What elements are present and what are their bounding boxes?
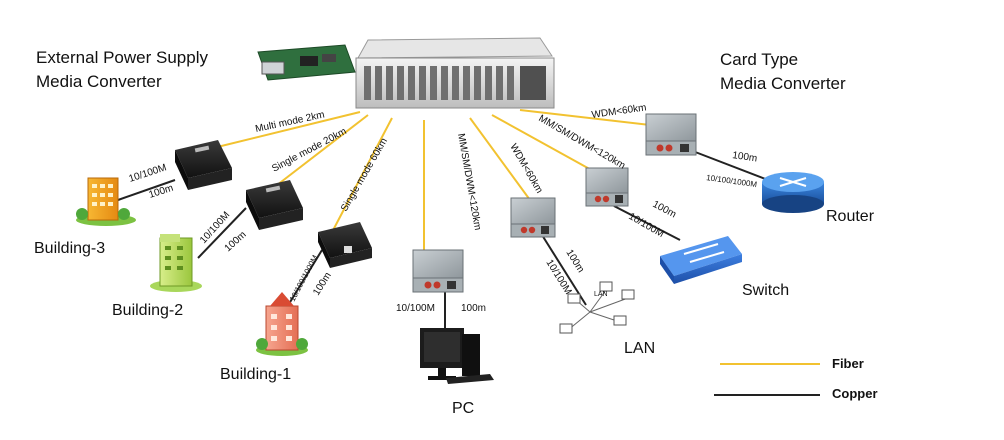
pc-icon (420, 328, 494, 384)
card-converter-switch (585, 167, 629, 207)
copper-label-b1-speed: 10/100/1000M (288, 253, 320, 303)
building3-label: Building-3 (34, 240, 106, 257)
copper-label-b2-dist: 100m (223, 229, 249, 254)
copper-label-router-speed: 10/100/1000M (706, 173, 758, 189)
fiber-line-lan (469, 117, 531, 201)
copper-label-lan-dist: 100m (563, 248, 586, 275)
card-title-line1: Card Type (720, 50, 799, 69)
legend-copper-label: Copper (832, 386, 878, 401)
fiber-line-building2 (267, 114, 369, 193)
copper-label-switch-dist: 100m (651, 199, 678, 220)
building2-label: Building-2 (112, 302, 184, 319)
router-icon (762, 172, 824, 213)
copper-label-b3-speed: 10/100M (128, 162, 168, 184)
building1-icon (256, 292, 308, 356)
building1-label: Building-1 (220, 366, 292, 383)
copper-line-building3 (117, 179, 176, 201)
copper-label-pc-speed: 10/100M (396, 303, 435, 314)
copper-line-switch (613, 205, 681, 241)
card-converter-router (645, 113, 697, 156)
fiber-label-single-60: Single mode 60km (339, 136, 390, 213)
external-converter-building2 (246, 180, 303, 230)
fiber-label-router: WDM<60km (591, 102, 647, 121)
converter-rack-chassis (355, 37, 555, 109)
legend-fiber-label: Fiber (832, 356, 864, 371)
copper-lines (117, 149, 820, 396)
fiber-label-single-20: Single mode 20km (270, 126, 348, 175)
copper-label-b3-dist: 100m (148, 183, 175, 201)
external-title-line2: Media Converter (36, 72, 162, 91)
fiber-line-switch (491, 114, 596, 173)
external-converter-building1 (318, 222, 372, 268)
switch-label: Switch (742, 282, 790, 299)
switch-icon (660, 236, 742, 284)
copper-label-switch-speed: 10/100M (627, 211, 666, 240)
copper-line-building2 (197, 207, 247, 259)
card-converter-lan (510, 197, 556, 238)
building2-icon (150, 234, 202, 292)
card-title-line2: Media Converter (720, 74, 846, 93)
card-converter-pc (412, 249, 464, 293)
copper-line-lan (541, 234, 587, 306)
external-converter-title: External Power Supply Media Converter (36, 46, 208, 94)
copper-label-b1-dist: 100m (311, 271, 334, 298)
fiber-line-building3 (204, 111, 361, 151)
copper-line-building1 (283, 249, 323, 313)
external-title-line1: External Power Supply (36, 48, 208, 67)
pc-label: PC (452, 400, 475, 417)
lan-network-icon (559, 281, 635, 334)
external-converter-building3 (175, 140, 232, 190)
copper-line-router (689, 149, 769, 181)
fiber-label-lan: WDM<60km (507, 142, 544, 195)
copper-label-pc-dist: 100m (461, 303, 486, 314)
fiber-label-multi-mode: Multi mode 2km (254, 110, 325, 135)
fiber-label-pc: MM/SM/DWM<120km (455, 133, 483, 231)
lan-hub-label: LAN (594, 291, 608, 298)
router-label: Router (826, 208, 875, 225)
fiber-line-router (519, 109, 651, 126)
fiber-lines (204, 109, 820, 365)
fiber-labels: Multi mode 2km Single mode 20km Single m… (254, 102, 647, 231)
card-converter-title: Card Type Media Converter (720, 48, 846, 96)
fiber-line-building1 (329, 117, 393, 237)
building3-icon (76, 177, 136, 226)
lan-label: LAN (624, 340, 656, 357)
pcb-card (257, 44, 356, 81)
fiber-label-switch: MM/SM/DWM<120km (537, 113, 627, 172)
copper-label-router-dist: 100m (732, 150, 758, 164)
